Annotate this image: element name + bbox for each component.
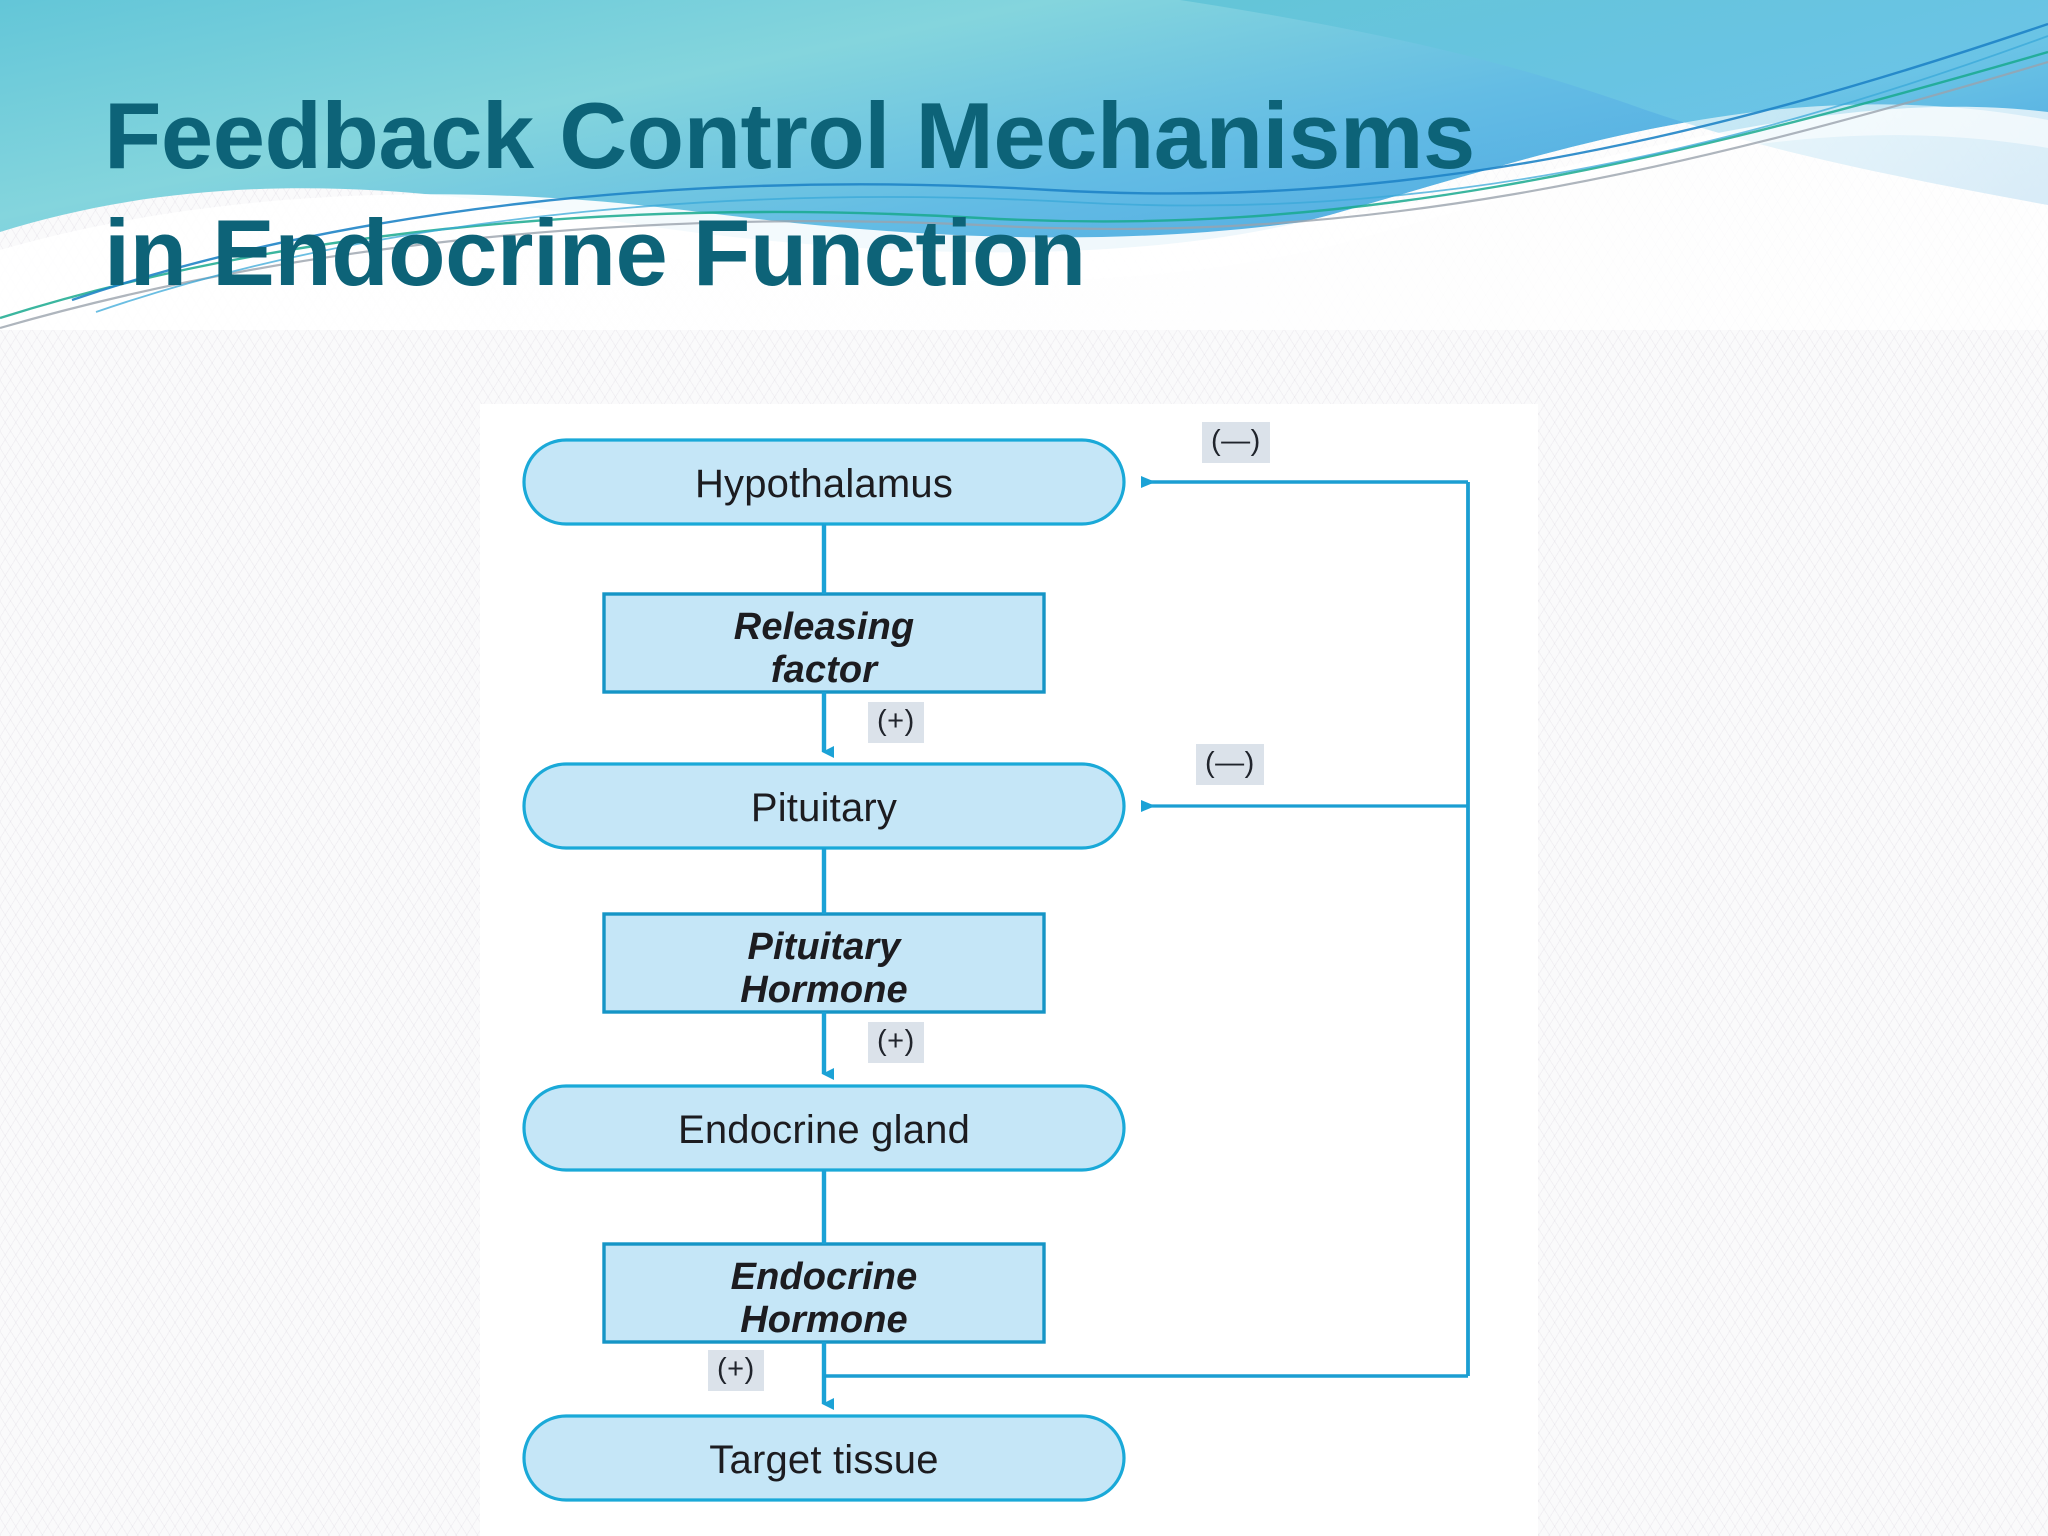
node-releasing-factor [602, 592, 1046, 694]
slide-title: Feedback Control Mechanisms in Endocrine… [104, 78, 1824, 311]
node-pituitary [522, 762, 1126, 850]
node-target-tissue [522, 1414, 1126, 1502]
node-endocrine-hormone [602, 1242, 1046, 1344]
node-hypothalamus [522, 438, 1126, 526]
node-endocrine-gland [522, 1084, 1126, 1172]
node-pituitary-hormone [602, 912, 1046, 1014]
diagram-canvas [522, 438, 1470, 1502]
page-title-line-1: Feedback Control Mechanisms [104, 83, 1475, 188]
page-title-line-2: in Endocrine Function [104, 199, 1086, 305]
endocrine-feedback-diagram: Hypothalamus Releasing factor Pituitary … [480, 404, 1538, 1536]
